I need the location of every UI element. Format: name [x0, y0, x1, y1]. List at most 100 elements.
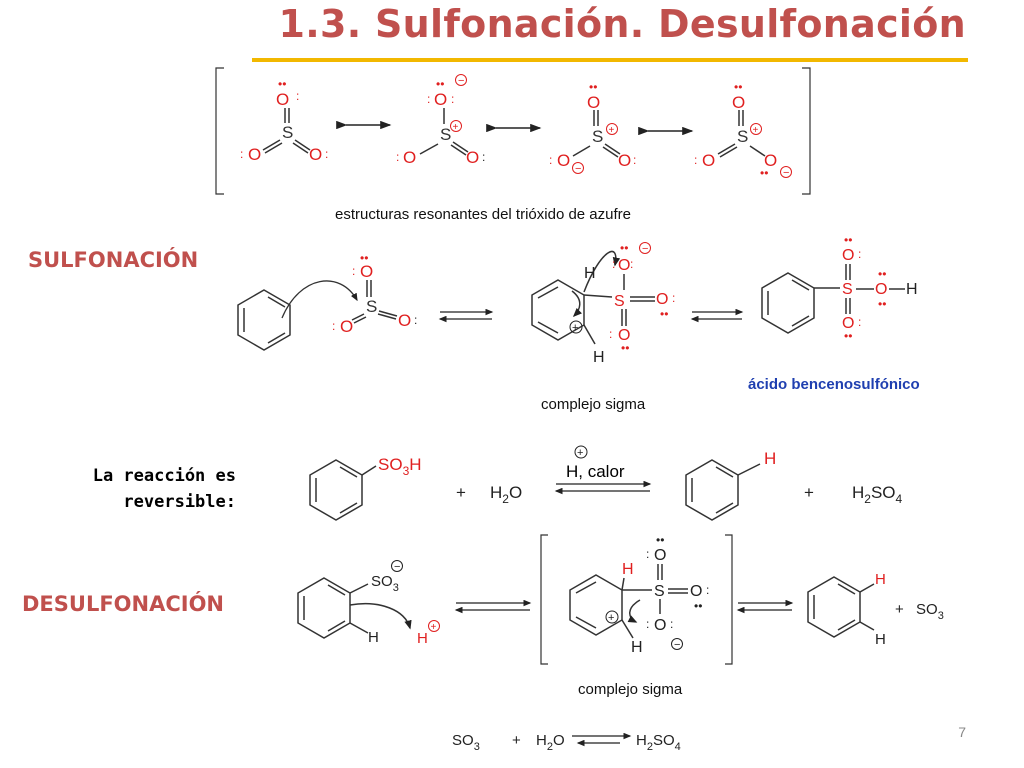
sigma-complex-caption-2: complejo sigma [578, 681, 683, 698]
so3-resonance-4: O S O O •• + − : •• [694, 80, 792, 180]
svg-text:S: S [654, 583, 665, 600]
sigma-bracket-left [540, 534, 548, 665]
svg-text:O: O [654, 547, 666, 564]
svg-text:H: H [417, 630, 428, 647]
resonance-bracket-right [802, 67, 811, 195]
svg-text:••: •• [621, 341, 629, 355]
svg-text:−: − [575, 163, 581, 175]
svg-text:−: − [783, 167, 789, 179]
svg-text:+: + [804, 483, 814, 502]
svg-text::: : [858, 247, 861, 261]
equilibrium-arrows-2 [690, 308, 744, 323]
svg-text:S: S [366, 297, 377, 316]
svg-text:+: + [753, 125, 759, 136]
svg-text:O: O [656, 291, 668, 308]
svg-text:−: − [642, 243, 648, 255]
equilibrium-arrows-4 [454, 599, 532, 614]
sigma-complex-1 [531, 250, 621, 341]
so3-resonance-2: O S O O : : •• − + : : [396, 74, 485, 167]
desulf-labels-1: SO3 − H H + [368, 560, 440, 647]
svg-text:O: O [875, 281, 887, 298]
svg-text:H: H [593, 349, 605, 366]
svg-text::: : [296, 89, 299, 103]
svg-text:O: O [690, 583, 702, 600]
svg-text:O: O [276, 90, 289, 109]
svg-text::: : [858, 315, 861, 329]
svg-text:O: O [764, 151, 777, 170]
so3-electrophile: O S O O •• : : : [332, 251, 417, 336]
so3-resonance-3: O S O O •• + − : : [549, 80, 636, 175]
svg-text:H: H [631, 639, 643, 656]
sigma-bracket-right [725, 534, 733, 665]
benzenesulfonate [297, 577, 412, 639]
attack-arrow-1 [281, 280, 358, 319]
page-number: 7 [958, 724, 966, 740]
svg-text::: : [672, 291, 675, 305]
svg-text:−: − [674, 639, 680, 651]
svg-text::: : [240, 147, 243, 161]
svg-text:H2O: H2O [536, 732, 565, 753]
sigma-complex-caption-1: complejo sigma [541, 396, 646, 413]
svg-text:O: O [618, 327, 630, 344]
svg-text:H: H [875, 571, 886, 588]
svg-text:+: + [512, 732, 521, 749]
svg-text:H: H [368, 629, 379, 646]
svg-text:−: − [394, 561, 400, 573]
svg-text::: : [630, 257, 633, 271]
reaction-condition: H, calor [566, 462, 625, 481]
svg-text:S: S [737, 127, 748, 146]
title-underline [252, 58, 968, 62]
svg-text::: : [352, 264, 355, 278]
svg-text:••: •• [760, 166, 768, 180]
svg-text:+: + [456, 483, 466, 502]
svg-text:O: O [654, 617, 666, 634]
svg-text:O: O [434, 90, 447, 109]
equilibrium-arrows-1 [438, 308, 494, 323]
svg-text:S: S [282, 123, 293, 142]
svg-text::: : [646, 547, 649, 561]
equilibrium-arrows-6 [572, 732, 632, 747]
svg-text:••: •• [844, 329, 852, 343]
benzene-product [685, 459, 761, 521]
equilibrium-arrows-5 [736, 599, 794, 614]
svg-text:H: H [584, 265, 596, 282]
svg-text::: : [609, 327, 612, 341]
svg-text::: : [612, 257, 615, 271]
svg-text:SO3: SO3 [452, 732, 480, 753]
svg-text:O: O [309, 145, 322, 164]
desulf-product-labels: H H + SO3 [875, 571, 944, 648]
sulfonic-group: S O •• : O : •• O •• •• H [842, 233, 918, 343]
svg-text:−: − [458, 75, 464, 87]
svg-text:O: O [618, 151, 631, 170]
svg-text:••: •• [589, 80, 597, 94]
svg-text:O: O [557, 151, 570, 170]
sulfonation-heading: SULFONACIÓN [28, 248, 199, 272]
svg-text:••: •• [436, 77, 444, 91]
svg-text:••: •• [734, 80, 742, 94]
sigma-complex-2 [569, 574, 652, 639]
svg-text:O: O [466, 148, 479, 167]
svg-text::: : [482, 150, 485, 164]
so3-water-equation: SO3 + H2O H2SO4 [452, 732, 681, 753]
svg-text:O: O [618, 257, 630, 274]
benzene-desulf-product [807, 576, 875, 638]
svg-text:••: •• [660, 307, 668, 321]
svg-text:••: •• [656, 533, 664, 547]
svg-text:S: S [592, 127, 603, 146]
svg-text::: : [332, 319, 335, 333]
svg-text::: : [451, 92, 454, 106]
svg-text:••: •• [278, 77, 286, 91]
resonance-bracket-left [215, 67, 224, 195]
svg-text:SO3: SO3 [916, 601, 944, 622]
reversible-note-line1: La reacción es [92, 466, 236, 486]
benzene-reactant [237, 289, 291, 351]
svg-text:+: + [609, 125, 615, 136]
reversible-note: La reacción es reversible: [40, 463, 236, 515]
svg-text:H2O: H2O [490, 483, 522, 506]
svg-text:O: O [732, 93, 745, 112]
svg-text::: : [549, 153, 552, 167]
svg-text::: : [706, 583, 709, 597]
benzenesulfonic-acid [761, 272, 840, 334]
svg-text:O: O [842, 315, 854, 332]
